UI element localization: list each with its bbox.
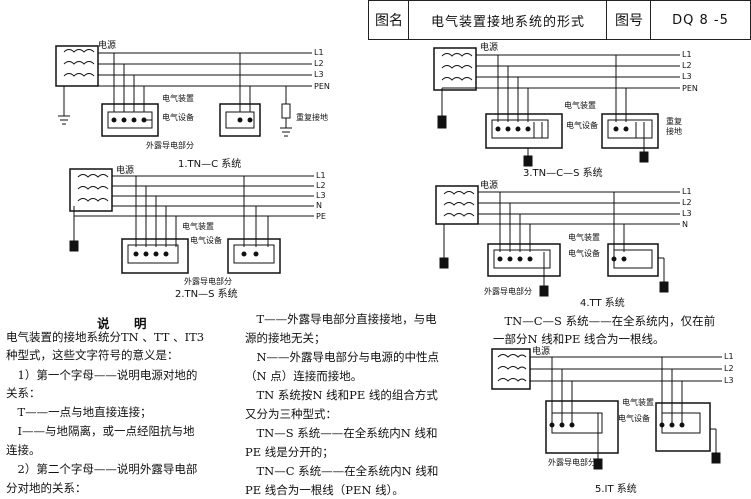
- tns-caption: 2.TN—S 系统: [175, 289, 238, 300]
- svg-text:接地: 接地: [666, 126, 682, 136]
- tncs-caption: 3.TN—C—S 系统: [523, 168, 603, 179]
- svg-text:L3: L3: [316, 191, 326, 200]
- svg-text:电源: 电源: [480, 179, 498, 191]
- svg-text:重复: 重复: [666, 116, 682, 126]
- explanation-col1-line: 2）第二个字母——说明外露导电部: [6, 462, 198, 476]
- tnc-caption: 1.TN—C 系统: [178, 159, 242, 170]
- svg-text:电气设备: 电气设备: [162, 112, 194, 122]
- svg-text:电气装置: 电气装置: [564, 100, 596, 110]
- tt-caption: 4.TT 系统: [580, 298, 625, 309]
- svg-text:L2: L2: [316, 181, 326, 190]
- explanation-col1-line: I——与地隔离，或一点经阻抗与地: [6, 424, 195, 438]
- explanation-col1-line: 分对地的关系：: [6, 481, 87, 495]
- explanation-col2-line: （N 点）连接而接地。: [245, 369, 363, 383]
- svg-text:电源: 电源: [532, 345, 550, 357]
- it-caption: 5.IT 系统: [595, 484, 637, 495]
- explanation-col2-line: TN—S 系统——在全系统内N 线和: [245, 426, 438, 440]
- title-block-number-value: DQ 8 -5: [650, 0, 751, 40]
- explanation-col1-line: 电气装置的接地系统分TN 、TT 、IT3: [6, 330, 205, 344]
- explanation-heading: 说 明: [97, 316, 153, 331]
- svg-text:N: N: [316, 201, 322, 210]
- svg-text:电气设备: 电气设备: [568, 248, 600, 258]
- svg-text:L3: L3: [314, 70, 324, 79]
- explanation-col1-line: 关系：: [6, 386, 41, 400]
- svg-text:电气设备: 电气设备: [618, 413, 650, 423]
- explanation-col3-line: 一部分N 线和PE 线合为一根线。: [493, 332, 665, 346]
- svg-text:L1: L1: [682, 50, 692, 59]
- svg-text:外露导电部分: 外露导电部分: [184, 276, 232, 286]
- svg-text:L2: L2: [314, 59, 324, 68]
- title-block-name-label: 图名: [368, 0, 410, 40]
- svg-text:外露导电部分: 外露导电部分: [146, 140, 194, 150]
- explanation-col1-line: T——一点与地直接连接；: [6, 405, 152, 419]
- explanation-col2-line: TN 系统按N 线和PE 线的组合方式: [245, 388, 438, 402]
- svg-text:重复接地: 重复接地: [296, 112, 328, 122]
- svg-text:PEN: PEN: [314, 82, 330, 91]
- explanation-col2-line: PE 线合为一根线（PEN 线）。: [245, 483, 404, 497]
- svg-text:外露导电部分: 外露导电部分: [548, 457, 596, 467]
- svg-text:电气装置: 电气装置: [622, 397, 654, 407]
- svg-text:L2: L2: [682, 61, 692, 70]
- svg-text:L1: L1: [314, 48, 324, 57]
- svg-text:电气装置: 电气装置: [182, 221, 214, 231]
- title-block-name-value: 电气装置接地系统的形式: [408, 0, 608, 40]
- svg-text:电源: 电源: [116, 165, 134, 176]
- svg-text:PE: PE: [316, 212, 326, 221]
- svg-text:L1: L1: [316, 171, 326, 180]
- svg-text:电气设备: 电气设备: [190, 235, 222, 245]
- svg-text:外露导电部分: 外露导电部分: [526, 166, 574, 167]
- svg-text:L3: L3: [682, 72, 692, 81]
- explanation-col2-line: TN—C 系统——在全系统内N 线和: [245, 464, 439, 478]
- svg-text:L2: L2: [682, 198, 692, 207]
- svg-text:电源: 电源: [480, 42, 498, 53]
- explanation-col1-line: 连接。: [6, 443, 41, 457]
- svg-text:电气装置: 电气装置: [162, 93, 194, 103]
- explanation-col1-line: 种型式，这些文字符号的意义是：: [6, 348, 179, 362]
- svg-text:L3: L3: [682, 209, 692, 218]
- svg-text:PEN: PEN: [682, 84, 698, 93]
- svg-text:电源: 电源: [98, 39, 116, 51]
- svg-text:电气装置: 电气装置: [568, 232, 600, 242]
- explanation-col2-line: PE 线是分开的；: [245, 445, 334, 459]
- explanation-col2-line: T——外露导电部分直接接地，与电: [245, 312, 437, 326]
- svg-text:L1: L1: [724, 352, 734, 361]
- svg-text:L2: L2: [724, 364, 734, 373]
- svg-text:电气设备: 电气设备: [566, 120, 598, 130]
- svg-text:L3: L3: [724, 376, 734, 385]
- explanation-col3-line: TN—C—S 系统——在全系统内，仅在前: [493, 314, 716, 328]
- title-block-number-label: 图号: [606, 0, 652, 40]
- svg-text:外露导电部分: 外露导电部分: [484, 286, 532, 296]
- svg-text:L1: L1: [682, 187, 692, 196]
- explanation-col2-line: 源的接地无关；: [245, 331, 326, 345]
- svg-text:N: N: [682, 220, 688, 229]
- explanation-col1-line: 1）第一个字母——说明电源对地的: [6, 368, 198, 382]
- explanation-col2-line: 又分为三种型式：: [245, 407, 337, 421]
- explanation-col2-line: N——外露导电部分与电源的中性点: [245, 350, 440, 364]
